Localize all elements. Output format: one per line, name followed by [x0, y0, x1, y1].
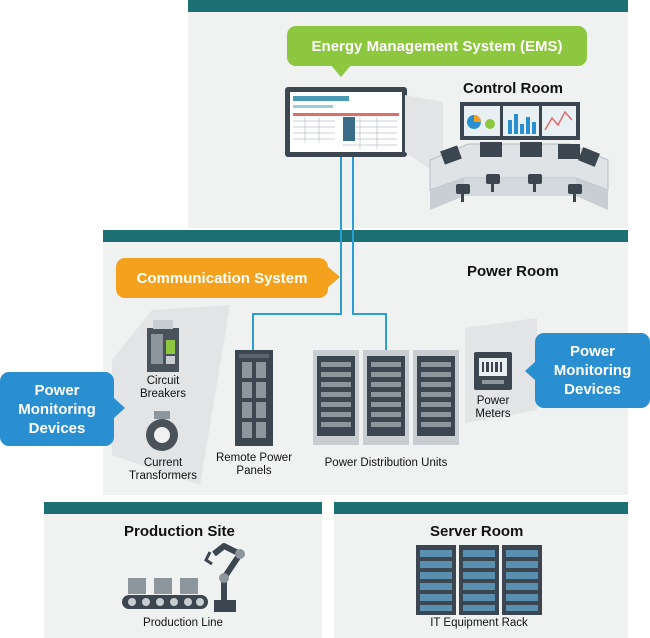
- remote-power-panels-label: Remote Power Panels: [215, 452, 293, 477]
- power-monitoring-devices-left: Power Monitoring Devices: [0, 372, 114, 446]
- production-line-icon: [122, 543, 245, 612]
- it-equipment-rack-icon: [416, 545, 542, 615]
- production-site-panel: [44, 502, 322, 638]
- ems-label-text: Energy Management System (EMS): [311, 37, 563, 55]
- it-equipment-rack-label: IT Equipment Rack: [430, 617, 528, 629]
- pdu-icon: [313, 350, 459, 445]
- control-room-wedge: [405, 95, 443, 178]
- communication-system-text: Communication System: [136, 269, 308, 287]
- right-monitoring-pointer: [525, 361, 536, 381]
- power-meters-label: Power Meters: [475, 395, 511, 420]
- pdu-label: Power Distribution Units: [324, 457, 448, 469]
- power-meter-icon: [474, 352, 512, 390]
- power-monitoring-devices-right: Power Monitoring Devices: [535, 333, 650, 408]
- control-room-top-bar: [188, 0, 628, 12]
- communication-system-label: Communication System: [116, 258, 328, 298]
- current-transformer-icon: [146, 411, 178, 451]
- communication-pointer: [327, 266, 340, 288]
- left-monitoring-pointer: [114, 398, 125, 418]
- production-line-label: Production Line: [143, 617, 223, 629]
- power-room-top-bar: [103, 230, 628, 242]
- power-monitoring-devices-right-text: Power Monitoring Devices: [553, 343, 632, 398]
- ems-monitor-icon: [285, 87, 407, 157]
- circuit-breakers-label: Circuit Breakers: [139, 375, 187, 400]
- production-site-top-bar: [44, 502, 322, 514]
- ems-label: Energy Management System (EMS): [287, 26, 587, 66]
- power-room-title: Power Room: [467, 263, 559, 280]
- server-room-top-bar: [334, 502, 628, 514]
- circuit-breaker-icon: [147, 320, 179, 372]
- left-monitoring-wedge: [112, 305, 230, 485]
- control-room-illustration: [429, 102, 609, 210]
- ems-pointer: [330, 64, 352, 77]
- server-room-title: Server Room: [430, 523, 524, 540]
- control-room-title: Control Room: [463, 80, 563, 97]
- remote-power-panel-icon: [235, 350, 273, 446]
- production-site-title: Production Site: [124, 523, 235, 540]
- power-monitoring-devices-left-text: Power Monitoring Devices: [18, 381, 96, 437]
- current-transformers-label: Current Transformers: [129, 457, 197, 482]
